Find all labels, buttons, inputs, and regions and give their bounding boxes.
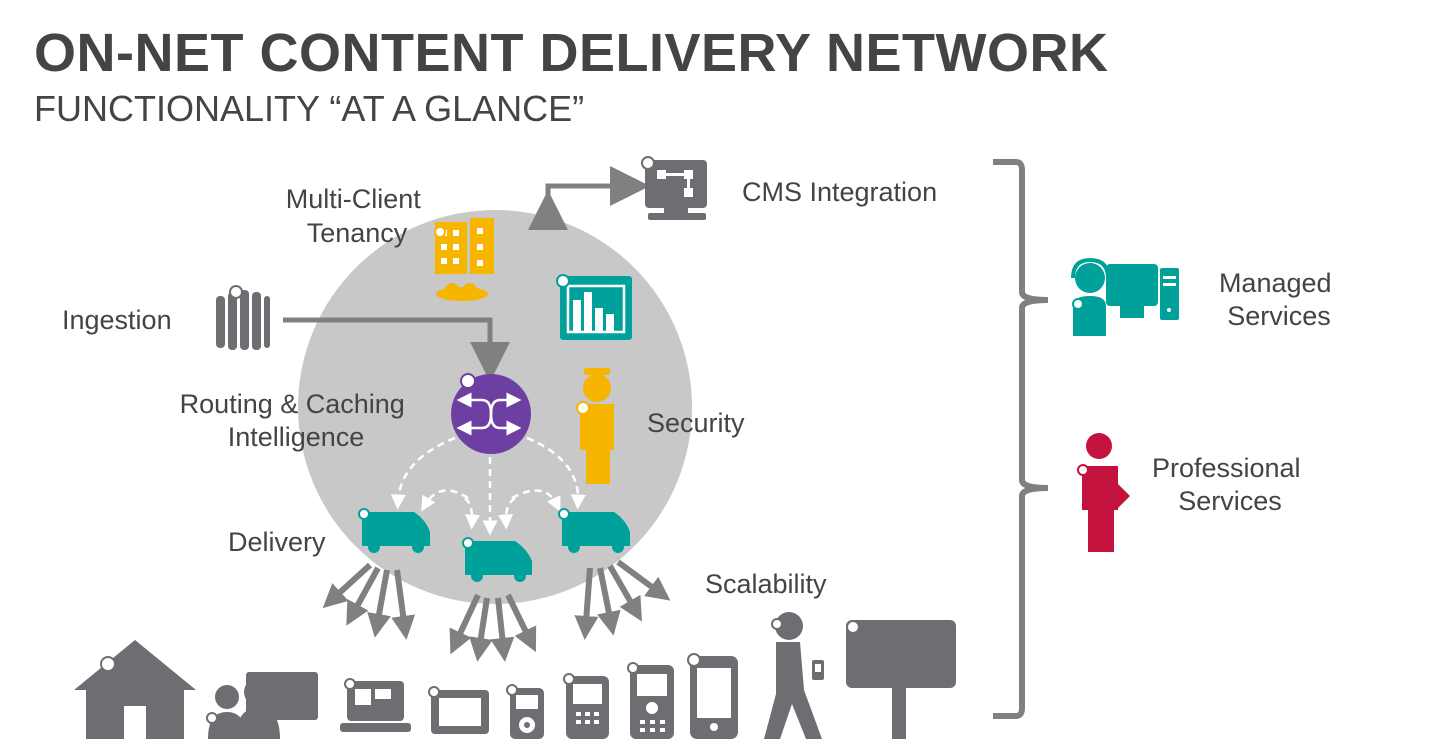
multi-client-label-line1: Multi-Client [286, 184, 422, 214]
delivery-arrows [322, 559, 671, 662]
ingestion-server-icon [216, 285, 270, 350]
router-switch-icon [451, 373, 531, 454]
building-icon [434, 218, 494, 301]
delivery-van-icon [358, 508, 430, 553]
routing-label-line2: Intelligence [228, 422, 365, 452]
ingestion-label: Ingestion [62, 305, 172, 335]
walking-person-icon [764, 612, 824, 739]
cms-monitor-icon [641, 156, 707, 220]
managed-services-label-line1: Managed [1219, 268, 1332, 298]
scalability-label: Scalability [705, 569, 827, 599]
analytics-chart-icon [556, 274, 632, 340]
home-icon [74, 640, 196, 739]
professional-services-label-line1: Professional [1152, 453, 1301, 483]
security-label: Security [647, 408, 745, 438]
professional-services-label-line2: Services [1178, 486, 1282, 516]
svg-text:Professional Services: Professional Services [1152, 453, 1308, 516]
ingestion-arrow [283, 317, 510, 382]
support-agent-icon [1071, 257, 1179, 336]
routing-dashed-arrows [390, 436, 586, 536]
delivery-van-icon [462, 537, 532, 582]
professional-person-icon [1077, 433, 1130, 552]
feature-phone-icon [627, 662, 674, 739]
managed-services-label-line2: Services [1227, 301, 1331, 331]
svg-text:Routing & Caching Intellig: Routing & Caching Intelligence [180, 389, 413, 452]
multi-client-label-line2: Tenancy [307, 218, 408, 248]
page-subtitle: FUNCTIONALITY “AT A GLANCE” [34, 88, 585, 129]
phone-icon [563, 673, 609, 739]
delivery-van-icon [558, 508, 630, 553]
ipod-icon [506, 684, 544, 739]
laptop-icon [340, 678, 411, 732]
cms-connector-arrow [528, 166, 650, 230]
delivery-label: Delivery [228, 527, 326, 557]
services-bracket [993, 159, 1049, 719]
tv-icon [428, 686, 489, 734]
routing-label-line1: Routing & Caching [180, 389, 405, 419]
page-title: ON-NET CONTENT DELIVERY NETWORK [34, 23, 1109, 83]
svg-text:Multi-Client Tenancy: Multi-Client Tenancy [286, 184, 429, 248]
smartphone-icon [687, 653, 738, 739]
billboard-icon [846, 620, 956, 739]
cms-integration-label: CMS Integration [742, 177, 937, 207]
users-screen-icon [206, 672, 318, 739]
security-guard-icon [576, 368, 614, 484]
svg-text:Managed Services: Managed Services [1219, 268, 1339, 331]
